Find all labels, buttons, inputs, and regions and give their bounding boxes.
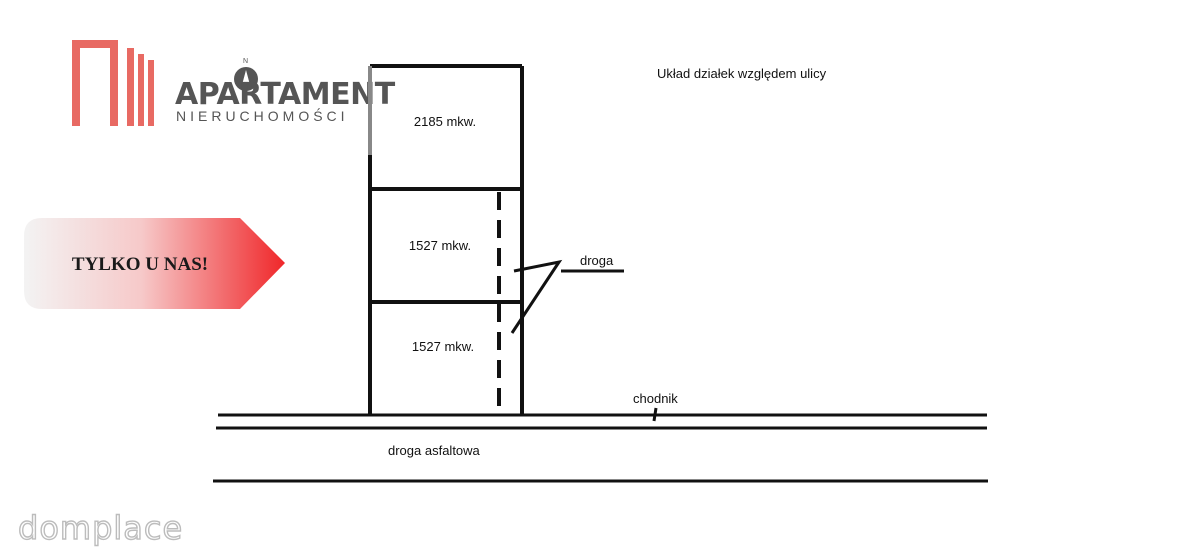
plot-area-label-1: 2185 mkw.: [414, 114, 476, 129]
brand-name: APARTAMENT: [175, 77, 396, 112]
street-label: droga asfaltowa: [388, 443, 481, 458]
diagram-title: Układ działek względem ulicy: [657, 66, 827, 81]
plot-area-label-3: 1527 mkw.: [412, 339, 474, 354]
brand-subtitle: NIERUCHOMOŚCI: [176, 107, 349, 124]
street: [213, 407, 988, 483]
plot-area-label-2: 1527 mkw.: [409, 238, 471, 253]
sidewalk-label: chodnik: [633, 391, 678, 406]
promo-label: TYLKO U NAS!: [72, 254, 208, 275]
watermark-logo: domplace: [18, 509, 183, 547]
plots-block: [368, 64, 524, 415]
logo-bars: [72, 40, 154, 126]
promo-badge: TYLKO U NAS!: [24, 218, 285, 309]
agency-logo: N APARTAMENT NIERUCHOMOŚCI: [72, 40, 396, 126]
sidewalk-pointer: [652, 407, 658, 422]
compass-north-label: N: [243, 58, 248, 65]
road-label: droga: [580, 253, 614, 268]
road-pointer: [510, 259, 624, 334]
compass-icon: N: [234, 58, 258, 91]
